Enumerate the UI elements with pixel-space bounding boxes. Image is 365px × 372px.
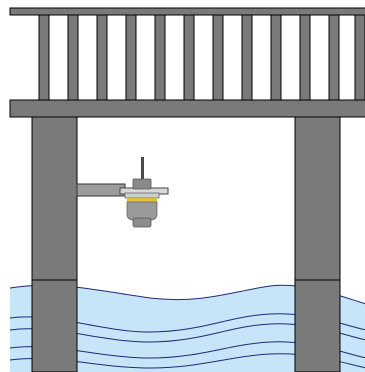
sensor-flange [124, 192, 160, 199]
sensor-body [126, 201, 158, 221]
baluster [212, 14, 224, 102]
mounting-bracket [76, 183, 126, 197]
railing-balusters [38, 14, 365, 102]
baluster [299, 14, 311, 102]
right-pillar-front [294, 279, 341, 372]
sensor-tip [132, 217, 152, 228]
sensor-nut [132, 178, 152, 190]
left-pillar-front [31, 279, 78, 372]
baluster [241, 14, 253, 102]
baluster [328, 14, 340, 102]
baluster [354, 14, 365, 102]
baluster [67, 14, 79, 102]
sensor-ring [127, 198, 157, 202]
baluster [96, 14, 108, 102]
bridge-deck [9, 99, 365, 118]
level-sensor [124, 157, 160, 228]
baluster [183, 14, 195, 102]
baluster [270, 14, 282, 102]
baluster [154, 14, 166, 102]
sensor-antenna [141, 157, 144, 181]
baluster [38, 14, 50, 102]
baluster [125, 14, 137, 102]
railing-top-rail [9, 7, 365, 16]
